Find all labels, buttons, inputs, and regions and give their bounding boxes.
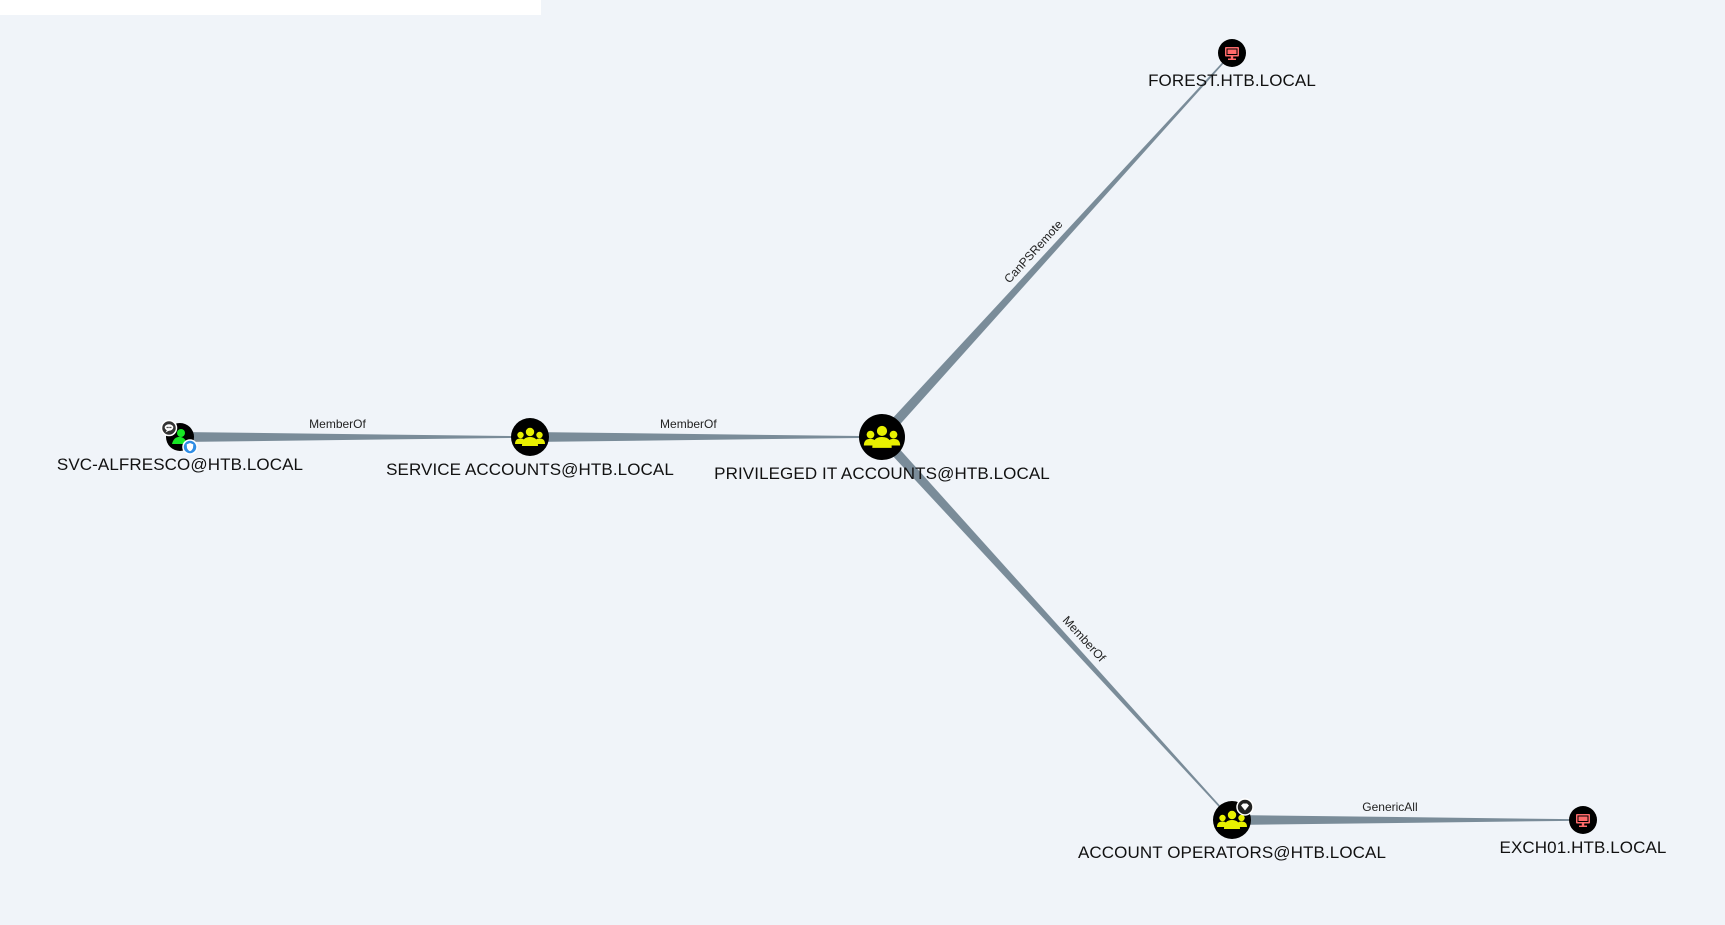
group-icon bbox=[1217, 810, 1247, 829]
node-account-operators[interactable] bbox=[1213, 798, 1254, 839]
node-label: EXCH01.HTB.LOCAL bbox=[1499, 838, 1667, 857]
gem-badge-icon bbox=[1236, 798, 1254, 816]
nodes-layer bbox=[160, 39, 1597, 839]
edge-genericall[interactable]: GenericAll bbox=[1232, 800, 1583, 825]
edge-memberof[interactable]: MemberOf bbox=[180, 417, 530, 442]
computer-icon bbox=[1576, 814, 1590, 827]
user-icon bbox=[172, 429, 186, 444]
edge-line[interactable] bbox=[1232, 815, 1583, 825]
node-label: FOREST.HTB.LOCAL bbox=[1148, 71, 1316, 90]
search-panel[interactable] bbox=[0, 0, 541, 15]
computer-icon bbox=[1225, 47, 1239, 60]
node-forest[interactable] bbox=[1218, 39, 1246, 67]
group-icon bbox=[515, 427, 545, 446]
edge-label: GenericAll bbox=[1362, 800, 1417, 814]
edge-label: MemberOf bbox=[660, 417, 717, 431]
node-service-accounts[interactable] bbox=[511, 418, 549, 456]
chat-bubble-icon bbox=[160, 419, 178, 437]
edge-memberof[interactable]: MemberOf bbox=[530, 417, 882, 442]
edge-line[interactable] bbox=[878, 433, 1233, 821]
node-exch01[interactable] bbox=[1569, 806, 1597, 834]
edge-label: CanPSRemote bbox=[1001, 217, 1065, 286]
group-icon bbox=[863, 425, 901, 448]
shield-badge-icon bbox=[182, 439, 198, 455]
node-svc-alfresco[interactable] bbox=[160, 419, 198, 455]
node-label: ACCOUNT OPERATORS@HTB.LOCAL bbox=[1077, 843, 1387, 862]
edge-line[interactable] bbox=[530, 432, 882, 442]
edge-line[interactable] bbox=[878, 52, 1233, 441]
edge-canpsremote[interactable]: CanPSRemote bbox=[878, 52, 1233, 441]
node-label: SVC-ALFRESCO@HTB.LOCAL bbox=[56, 455, 304, 474]
edge-label: MemberOf bbox=[309, 417, 366, 431]
edge-line[interactable] bbox=[180, 432, 530, 442]
edge-memberof[interactable]: MemberOf bbox=[878, 433, 1233, 821]
node-label: PRIVILEGED IT ACCOUNTS@HTB.LOCAL bbox=[714, 464, 1050, 483]
node-label: SERVICE ACCOUNTS@HTB.LOCAL bbox=[386, 460, 674, 479]
node-privileged-it[interactable] bbox=[859, 414, 905, 460]
